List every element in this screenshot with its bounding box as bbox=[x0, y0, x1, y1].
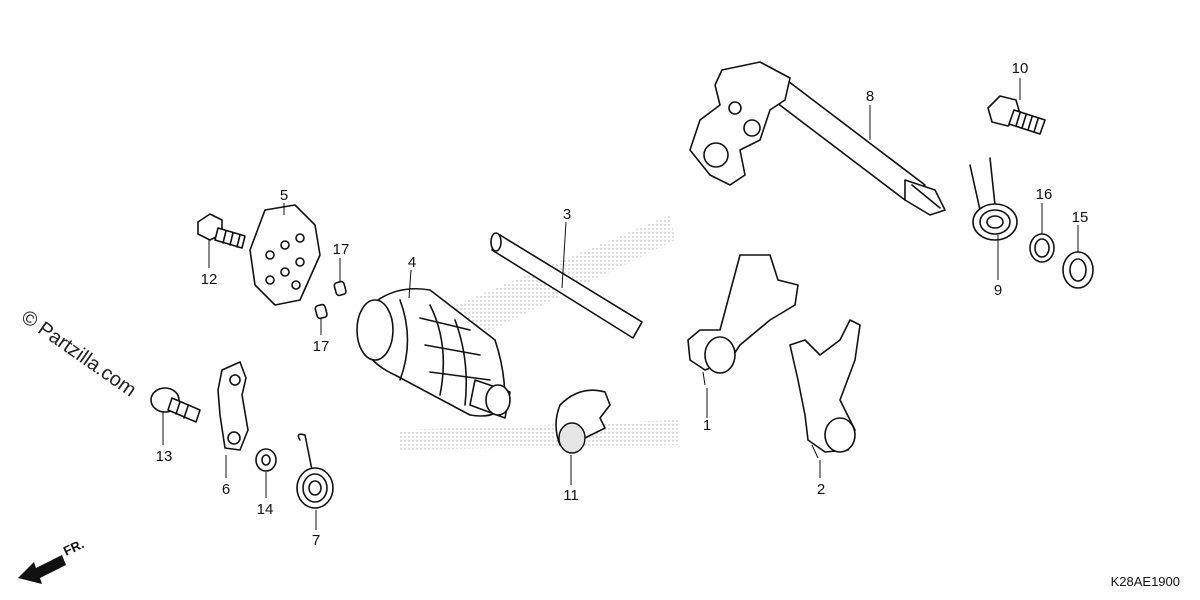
part-10-bolt bbox=[987, 95, 1046, 135]
callout-16: 16 bbox=[1036, 186, 1053, 203]
callout-15: 15 bbox=[1072, 209, 1089, 226]
callout-12: 12 bbox=[201, 271, 218, 288]
callout-13: 13 bbox=[156, 448, 173, 465]
callout-14: 14 bbox=[257, 501, 274, 518]
part-13-bolt bbox=[150, 387, 201, 423]
part-17-dowel-pins bbox=[314, 280, 347, 320]
part-7-stopper-spring bbox=[296, 433, 334, 509]
part-15-washer bbox=[1062, 251, 1094, 289]
callout-9: 9 bbox=[994, 282, 1002, 299]
part-14-washer bbox=[255, 448, 277, 472]
part-2-shift-fork bbox=[789, 319, 861, 459]
part-1-shift-fork bbox=[687, 254, 799, 386]
callout-17-lower: 17 bbox=[313, 338, 330, 355]
callout-6: 6 bbox=[222, 481, 230, 498]
callout-labels: 1 2 3 4 5 6 7 8 9 10 11 12 13 14 15 16 1… bbox=[156, 60, 1089, 549]
callout-2: 2 bbox=[817, 481, 825, 498]
part-9-return-spring bbox=[969, 157, 1018, 241]
front-direction-arrow: FR. bbox=[18, 536, 86, 584]
part-5-drum-center bbox=[249, 204, 321, 306]
part-6-stopper-arm bbox=[217, 361, 249, 451]
callout-10: 10 bbox=[1012, 60, 1029, 77]
callout-1: 1 bbox=[703, 417, 711, 434]
callout-4: 4 bbox=[408, 254, 416, 271]
partzilla-watermark: © Partzilla.com bbox=[17, 306, 140, 401]
callout-8: 8 bbox=[866, 88, 874, 105]
part-3-fork-shaft bbox=[490, 232, 643, 339]
callout-17-upper: 17 bbox=[333, 241, 350, 258]
part-16-circlip bbox=[1029, 233, 1055, 263]
leader-lines bbox=[162, 78, 1079, 530]
callout-7: 7 bbox=[312, 532, 320, 549]
arrow-left-icon bbox=[18, 555, 66, 584]
part-4-shift-drum bbox=[356, 287, 511, 419]
fr-label: FR. bbox=[61, 536, 86, 558]
part-12-bolt bbox=[197, 213, 246, 249]
callout-11: 11 bbox=[563, 487, 579, 504]
part-8-gearshift-spindle bbox=[689, 61, 946, 216]
diagram-code: K28AE1900 bbox=[1111, 574, 1180, 589]
callout-3: 3 bbox=[563, 206, 571, 223]
part-11-guide-plate bbox=[555, 389, 611, 454]
callout-5: 5 bbox=[280, 187, 288, 204]
